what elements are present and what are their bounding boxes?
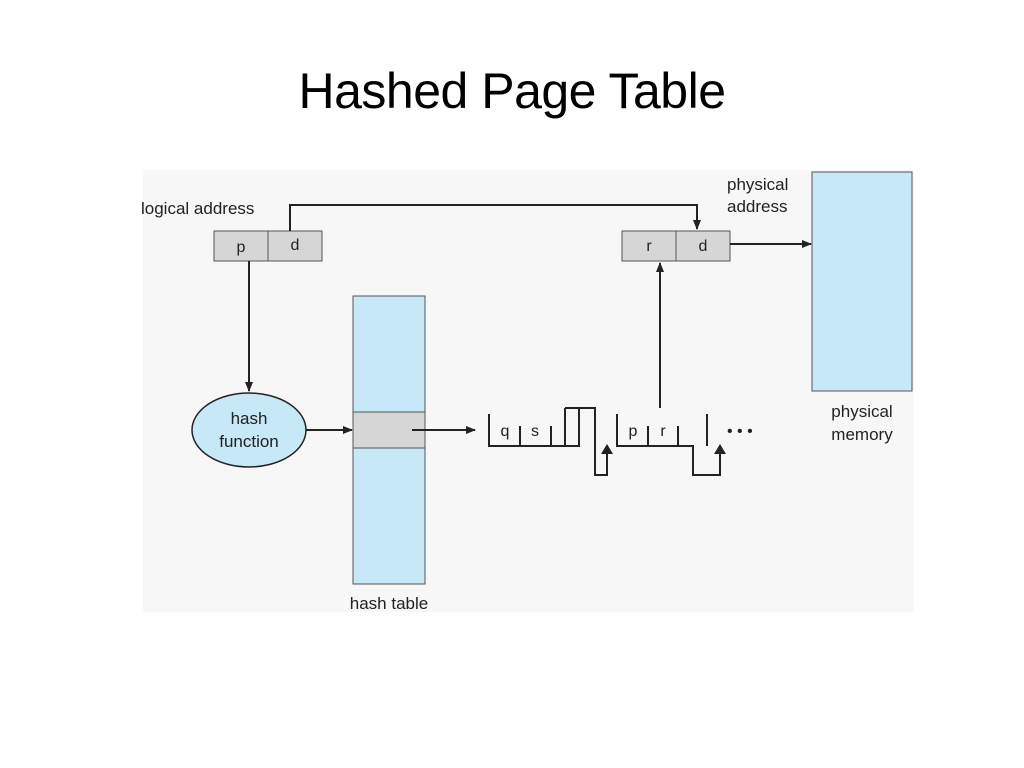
hash-table-label: hash table [350, 594, 428, 613]
physical-address-d-cell [675, 230, 731, 262]
hash-function-label-line1: hash [231, 409, 268, 428]
hash-function-label-line2: function [219, 432, 279, 451]
chain-node-1-s: s [531, 423, 539, 440]
logical-address-p-cell [213, 230, 269, 262]
hash-table-entry [352, 411, 426, 449]
logical-address-d: d [291, 237, 300, 254]
offset-arrow [289, 204, 701, 231]
chain-node-2-outline [616, 414, 721, 476]
physical-memory-block [811, 171, 913, 392]
logical-address-register: p d [213, 230, 323, 262]
chain-node-2-arrowhead [714, 444, 726, 454]
hash-function-node [191, 392, 307, 468]
chain-ellipsis: • • • [727, 423, 753, 440]
physical-address-register: r d [621, 230, 731, 262]
physical-memory-label-line1: physical [831, 402, 892, 421]
chain-node-2-p: p [629, 423, 638, 440]
chain-node-1-outline [488, 407, 608, 476]
physical-address-d: d [699, 238, 708, 255]
physical-memory-label-line2: memory [831, 425, 893, 444]
slide-title: Hashed Page Table [298, 63, 726, 119]
physical-address-label-line2: address [727, 197, 787, 216]
chain-node-2-r: r [660, 423, 666, 440]
chain-node-2: p r [616, 414, 726, 476]
chain-node-1: q s [488, 407, 613, 476]
chain-node-1-arrowhead [601, 444, 613, 454]
physical-address-label-line1: physical [727, 175, 788, 194]
logical-address-d-cell [267, 230, 323, 262]
chain-node-1-q: q [501, 423, 510, 440]
physical-address-r: r [646, 238, 652, 255]
logical-address-label: logical address [141, 199, 254, 218]
logical-address-p: p [237, 239, 246, 256]
